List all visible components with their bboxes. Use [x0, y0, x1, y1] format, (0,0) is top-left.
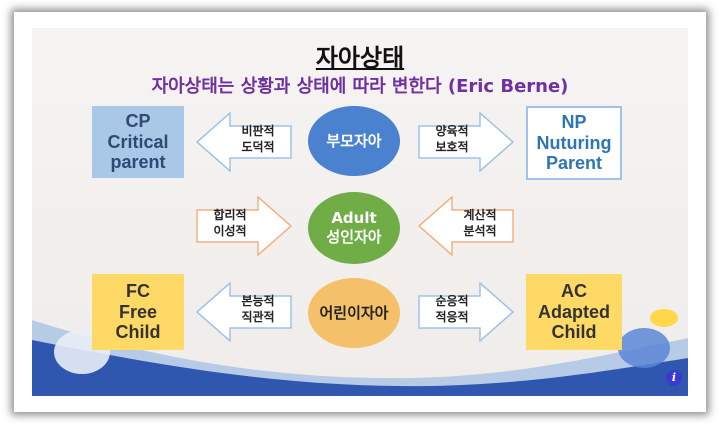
- arrow-np: 양육적 보호적: [418, 112, 514, 172]
- arrow-adult-left-line2: 이성적: [213, 223, 247, 238]
- ac-box: AC Adapted Child: [526, 274, 622, 350]
- ac-box-line3: Child: [551, 322, 597, 343]
- arrow-ac-line2: 적응적: [435, 309, 469, 324]
- fc-box-line3: Child: [115, 322, 161, 343]
- info-icon[interactable]: i: [666, 370, 682, 386]
- ac-box-line2: Adapted: [538, 301, 610, 322]
- arrow-cp: 비판적 도덕적: [196, 112, 292, 172]
- adult-ego-label-en: Adult: [331, 209, 377, 228]
- arrow-adult-right-shape: [418, 196, 514, 256]
- arrow-fc-shape: [196, 282, 292, 342]
- child-ego-label: 어린이자아: [319, 303, 389, 322]
- arrow-adult-left: 합리적 이성적: [196, 196, 292, 256]
- parent-ego-circle: 부모자아: [308, 106, 400, 176]
- slide-title: 자아상태: [315, 44, 405, 72]
- np-box: NP Nuturing Parent: [526, 106, 622, 180]
- arrow-np-line1: 양육적: [435, 124, 469, 138]
- arrow-ac-shape: [418, 282, 514, 342]
- arrow-ac: 순응적 적응적: [418, 282, 514, 342]
- arrow-fc-line2: 직관적: [241, 309, 275, 324]
- arrow-adult-right: 계산적 분석적: [418, 196, 514, 256]
- arrow-adult-right-line2: 분석적: [463, 223, 497, 238]
- np-box-line2: Nuturing: [536, 132, 612, 153]
- ac-box-line1: AC: [561, 280, 587, 301]
- fc-box-line2: Free: [118, 301, 158, 322]
- arrow-cp-shape: [196, 112, 292, 172]
- adult-ego-circle: Adult 성인자아: [308, 192, 400, 264]
- arrow-np-shape: [418, 112, 514, 172]
- arrow-cp-line1: 비판적: [241, 124, 275, 138]
- parent-ego-label: 부모자아: [326, 131, 382, 150]
- arrow-ac-line1: 순응적: [435, 294, 469, 308]
- arrow-adult-left-shape: [196, 196, 292, 256]
- np-box-line3: Parent: [545, 153, 603, 174]
- adult-ego-label-ko: 성인자아: [326, 228, 382, 246]
- arrow-cp-line2: 도덕적: [241, 139, 275, 154]
- arrow-np-line2: 보호적: [435, 139, 469, 154]
- arrow-fc: 본능적 직관적: [196, 282, 292, 342]
- cp-box: CP Critical parent: [92, 106, 184, 178]
- arrow-fc-line1: 본능적: [241, 294, 275, 308]
- cp-box-line3: parent: [110, 152, 166, 173]
- slide: 자아상태 자아상태는 상황과 상태에 따라 변한다 (Eric Berne) C…: [32, 28, 688, 396]
- child-ego-circle: 어린이자아: [308, 278, 400, 348]
- arrow-adult-left-line1: 합리적: [213, 208, 247, 222]
- np-box-line1: NP: [561, 111, 587, 132]
- arrow-adult-right-line1: 계산적: [463, 208, 497, 222]
- fc-box-line1: FC: [126, 280, 150, 301]
- fc-box: FC Free Child: [92, 274, 184, 350]
- cp-box-line2: Critical: [107, 131, 169, 152]
- cp-box-line1: CP: [125, 110, 151, 131]
- slide-subtitle: 자아상태는 상황과 상태에 따라 변한다 (Eric Berne): [151, 76, 569, 97]
